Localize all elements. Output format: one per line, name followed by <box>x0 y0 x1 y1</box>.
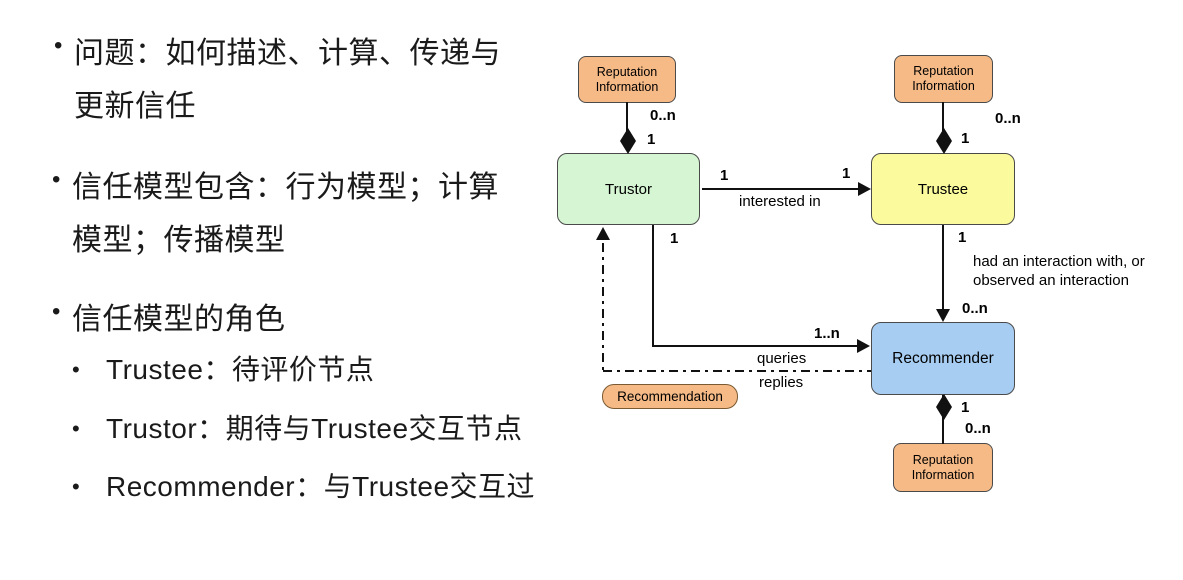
edge-line-reputation-trustor <box>626 102 628 132</box>
recommender-box: Recommender <box>871 322 1015 395</box>
edge-line-queries-vertical <box>652 225 654 346</box>
bullet-marker: • <box>72 416 80 441</box>
multiplicity-label: 1 <box>842 165 851 182</box>
bullet-text: Trustee：待评价节点 <box>106 354 375 385</box>
multiplicity-label: 1 <box>961 399 970 416</box>
arrowhead-interaction <box>936 309 950 322</box>
edge-line-replies-horizontal <box>603 370 871 372</box>
bullet-text: Recommender：与Trustee交互过 <box>106 471 536 502</box>
edge-line-replies-vertical <box>602 243 604 370</box>
edge-line-interested-in <box>702 188 859 190</box>
trustor-box: Trustor <box>557 153 700 225</box>
multiplicity-label: 1..n <box>814 325 840 342</box>
multiplicity-label: 1 <box>958 229 967 246</box>
multiplicity-label: 0..n <box>965 420 991 437</box>
bullet-marker: • <box>54 32 63 59</box>
recommendation-box: Recommendation <box>602 384 738 409</box>
arrowhead-queries <box>857 339 870 353</box>
bullet-marker: • <box>52 166 61 193</box>
bullet-marker: • <box>72 474 80 499</box>
edge-label-queries: queries <box>757 350 807 367</box>
aggregation-diamond-recommender <box>936 394 952 420</box>
edge-label-interaction: had an interaction with, or observed an … <box>973 253 1145 289</box>
bullet-text: Trustor：期待与Trustee交互节点 <box>106 413 523 444</box>
trustee-box: Trustee <box>871 153 1015 225</box>
multiplicity-label: 0..n <box>995 110 1021 127</box>
arrowhead-interested-in <box>858 182 871 196</box>
edge-line-recommender-reputation <box>942 395 944 444</box>
multiplicity-label: 1 <box>670 230 679 247</box>
edge-line-queries-horizontal <box>652 345 858 347</box>
aggregation-diamond-trustor <box>620 128 636 154</box>
bullet-text: 信任模型包含：行为模型；计算 模型；传播模型 <box>72 171 499 257</box>
bullet-marker: • <box>52 298 61 325</box>
multiplicity-label: 0..n <box>650 107 676 124</box>
reputation-information-box-recommender: Reputation Information <box>893 443 993 492</box>
bullet-marker: • <box>72 357 80 382</box>
multiplicity-label: 1 <box>720 167 729 184</box>
multiplicity-label: 1 <box>961 130 970 147</box>
arrowhead-replies <box>596 227 610 240</box>
multiplicity-label: 1 <box>647 131 656 148</box>
edge-label-replies: replies <box>759 374 804 391</box>
bullet-text: 信任模型的角色 <box>72 303 286 336</box>
edge-label-interested-in: interested in <box>739 193 821 210</box>
reputation-information-box-trustor: Reputation Information <box>578 56 676 103</box>
bullet-text: 问题：如何描述、计算、传递与 更新信任 <box>74 37 501 123</box>
multiplicity-label: 0..n <box>962 300 988 317</box>
aggregation-diamond-trustee <box>936 128 952 154</box>
edge-line-reputation-trustee <box>942 102 944 132</box>
edge-line-interaction <box>942 225 944 311</box>
reputation-information-box-trustee: Reputation Information <box>894 55 993 103</box>
